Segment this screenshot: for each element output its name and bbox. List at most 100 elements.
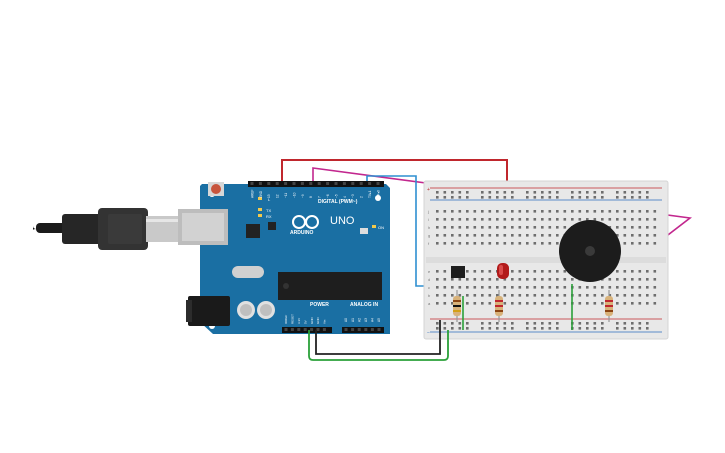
breadboard-hole[interactable]	[541, 286, 544, 289]
analog-pin-hole[interactable]	[357, 328, 361, 331]
breadboard-hole[interactable]	[586, 327, 589, 330]
breadboard-hole[interactable]	[601, 302, 604, 305]
breadboard-hole[interactable]	[623, 210, 627, 213]
breadboard-hole[interactable]	[488, 327, 492, 330]
buzzer[interactable]	[559, 220, 621, 282]
breadboard-hole[interactable]	[623, 322, 627, 325]
breadboard-hole[interactable]	[556, 302, 559, 305]
breadboard-hole[interactable]	[511, 322, 514, 325]
breadboard-hole[interactable]	[488, 242, 492, 245]
breadboard-hole[interactable]	[473, 210, 477, 213]
breadboard-hole[interactable]	[496, 218, 499, 221]
breadboard-hole[interactable]	[571, 196, 574, 199]
breadboard-hole[interactable]	[593, 302, 597, 305]
breadboard-hole[interactable]	[526, 226, 529, 229]
breadboard-hole[interactable]	[601, 196, 604, 199]
breadboard-hole[interactable]	[646, 278, 649, 281]
breadboard-hole[interactable]	[518, 226, 522, 229]
breadboard-hole[interactable]	[616, 226, 619, 229]
breadboard-hole[interactable]	[623, 234, 627, 237]
breadboard-hole[interactable]	[653, 234, 657, 237]
breadboard-hole[interactable]	[556, 234, 559, 237]
breadboard-hole[interactable]	[608, 278, 612, 281]
resistor-1[interactable]	[453, 290, 461, 322]
breadboard-hole[interactable]	[518, 294, 522, 297]
breadboard-hole[interactable]	[443, 294, 447, 297]
breadboard-hole[interactable]	[601, 210, 604, 213]
breadboard-hole[interactable]	[533, 191, 537, 194]
breadboard-hole[interactable]	[466, 322, 469, 325]
digital-pin-hole[interactable]	[342, 182, 346, 185]
breadboard-hole[interactable]	[473, 278, 477, 281]
breadboard-hole[interactable]	[638, 294, 642, 297]
digital-pin-hole[interactable]	[359, 182, 363, 185]
breadboard-hole[interactable]	[526, 322, 529, 325]
breadboard-hole[interactable]	[556, 210, 559, 213]
breadboard-hole[interactable]	[503, 327, 507, 330]
breadboard-hole[interactable]	[451, 191, 454, 194]
breadboard-hole[interactable]	[646, 242, 649, 245]
breadboard-hole[interactable]	[631, 234, 634, 237]
breadboard-hole[interactable]	[511, 234, 514, 237]
breadboard-hole[interactable]	[646, 234, 649, 237]
breadboard-hole[interactable]	[488, 302, 492, 305]
breadboard-hole[interactable]	[533, 234, 537, 237]
breadboard-hole[interactable]	[653, 286, 657, 289]
breadboard-hole[interactable]	[533, 218, 537, 221]
breadboard-hole[interactable]	[586, 286, 589, 289]
breadboard-hole[interactable]	[548, 218, 552, 221]
breadboard-hole[interactable]	[488, 196, 492, 199]
breadboard-hole[interactable]	[443, 302, 447, 305]
breadboard-hole[interactable]	[616, 294, 619, 297]
breadboard-hole[interactable]	[526, 286, 529, 289]
breadboard-hole[interactable]	[443, 196, 447, 199]
breadboard-hole[interactable]	[623, 270, 627, 273]
breadboard-hole[interactable]	[631, 286, 634, 289]
breadboard-hole[interactable]	[593, 294, 597, 297]
breadboard-hole[interactable]	[533, 210, 537, 213]
breadboard-hole[interactable]	[496, 294, 499, 297]
breadboard-hole[interactable]	[481, 218, 484, 221]
breadboard-hole[interactable]	[556, 191, 559, 194]
breadboard-hole[interactable]	[541, 322, 544, 325]
breadboard-hole[interactable]	[503, 242, 507, 245]
breadboard-hole[interactable]	[443, 327, 447, 330]
breadboard-hole[interactable]	[571, 191, 574, 194]
breadboard-hole[interactable]	[578, 294, 582, 297]
breadboard-hole[interactable]	[481, 234, 484, 237]
breadboard-hole[interactable]	[451, 242, 454, 245]
breadboard-hole[interactable]	[608, 286, 612, 289]
breadboard-hole[interactable]	[511, 218, 514, 221]
breadboard-hole[interactable]	[511, 226, 514, 229]
breadboard-hole[interactable]	[466, 210, 469, 213]
breadboard-hole[interactable]	[458, 210, 462, 213]
breadboard-hole[interactable]	[503, 234, 507, 237]
breadboard-hole[interactable]	[458, 294, 462, 297]
breadboard-hole[interactable]	[541, 234, 544, 237]
breadboard-hole[interactable]	[533, 270, 537, 273]
breadboard-hole[interactable]	[518, 242, 522, 245]
breadboard-hole[interactable]	[563, 210, 567, 213]
digital-pin-hole[interactable]	[275, 182, 279, 185]
breadboard-hole[interactable]	[548, 226, 552, 229]
breadboard-hole[interactable]	[548, 191, 552, 194]
breadboard-hole[interactable]	[481, 191, 484, 194]
breadboard-hole[interactable]	[556, 196, 559, 199]
breadboard-hole[interactable]	[436, 196, 439, 199]
breadboard-hole[interactable]	[616, 322, 619, 325]
breadboard-hole[interactable]	[436, 327, 439, 330]
breadboard-hole[interactable]	[496, 278, 499, 281]
breadboard-hole[interactable]	[541, 242, 544, 245]
breadboard-hole[interactable]	[616, 218, 619, 221]
breadboard-hole[interactable]	[548, 196, 552, 199]
breadboard-hole[interactable]	[526, 270, 529, 273]
breadboard-hole[interactable]	[518, 286, 522, 289]
breadboard-hole[interactable]	[436, 286, 439, 289]
breadboard-hole[interactable]	[511, 302, 514, 305]
breadboard-hole[interactable]	[623, 191, 627, 194]
breadboard-hole[interactable]	[593, 327, 597, 330]
breadboard-hole[interactable]	[443, 278, 447, 281]
breadboard-hole[interactable]	[496, 322, 499, 325]
wire-green[interactable]	[308, 330, 449, 361]
breadboard-hole[interactable]	[488, 294, 492, 297]
